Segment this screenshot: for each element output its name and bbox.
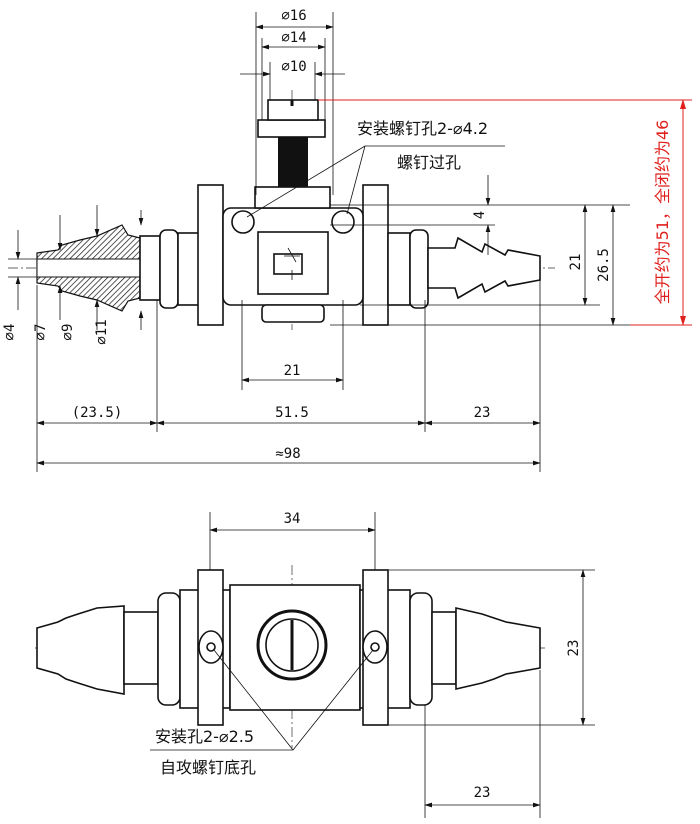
dim-label: 23 <box>474 405 491 421</box>
screw-hole-left <box>231 210 255 234</box>
dim-label: (23.5) <box>72 405 123 421</box>
screw-thread <box>278 137 308 187</box>
dim-label-total: ≈98 <box>275 446 300 462</box>
dim-label-21: 21 <box>568 254 584 271</box>
dim-label: ⌀14 <box>281 30 306 46</box>
dim-label: ⌀11 <box>94 319 110 344</box>
label-tapping-hole: 自攻螺钉底孔 <box>160 758 256 777</box>
dim-label: ⌀4 <box>2 324 18 341</box>
bottom-view: 34 23 23 安装孔2-⌀2.5 自攻螺钉底孔 <box>35 511 595 818</box>
screw-hole-right <box>331 210 355 234</box>
dim-label-34: 34 <box>284 511 301 527</box>
label-screw-through-hole: 螺钉过孔 <box>397 153 461 172</box>
right-bracket <box>362 184 389 326</box>
dim-diameter-10: ⌀10 <box>240 59 345 100</box>
travel-note: 全开约为51，全闭约为46 <box>653 120 672 305</box>
screw-collar <box>257 119 326 138</box>
dim-label-21-width: 21 <box>284 363 301 379</box>
label-mount-hole: 安装孔2-⌀2.5 <box>155 727 254 746</box>
label-mount-screw-hole: 安装螺钉孔2-⌀4.2 <box>357 119 488 138</box>
dim-label-23-length: 23 <box>474 785 491 801</box>
dim-label: ⌀7 <box>33 324 49 341</box>
dim-label-26-5: 26.5 <box>596 248 612 282</box>
right-hose-barb-bottom <box>455 606 541 691</box>
barb-diameter-dims: ⌀4 ⌀7 ⌀9 ⌀11 <box>2 205 144 345</box>
dim-label: ⌀16 <box>281 8 306 24</box>
dim-label-23-height: 23 <box>566 640 582 657</box>
top-view: ⌀16 ⌀14 ⌀10 安装螺钉孔2-⌀4.2 螺钉过孔 4 21 26.5 <box>2 8 692 472</box>
dim-diameter-16: ⌀16 <box>255 8 334 195</box>
dim-diameter-14: ⌀14 <box>261 30 326 120</box>
dim-label: ⌀10 <box>281 59 306 75</box>
left-hose-barb-bottom <box>36 605 125 695</box>
left-bracket <box>197 184 224 326</box>
dim-label: 51.5 <box>275 405 309 421</box>
dim-label-4: 4 <box>472 211 488 219</box>
dim-label: ⌀9 <box>60 324 76 341</box>
right-hose-barb <box>427 236 541 300</box>
